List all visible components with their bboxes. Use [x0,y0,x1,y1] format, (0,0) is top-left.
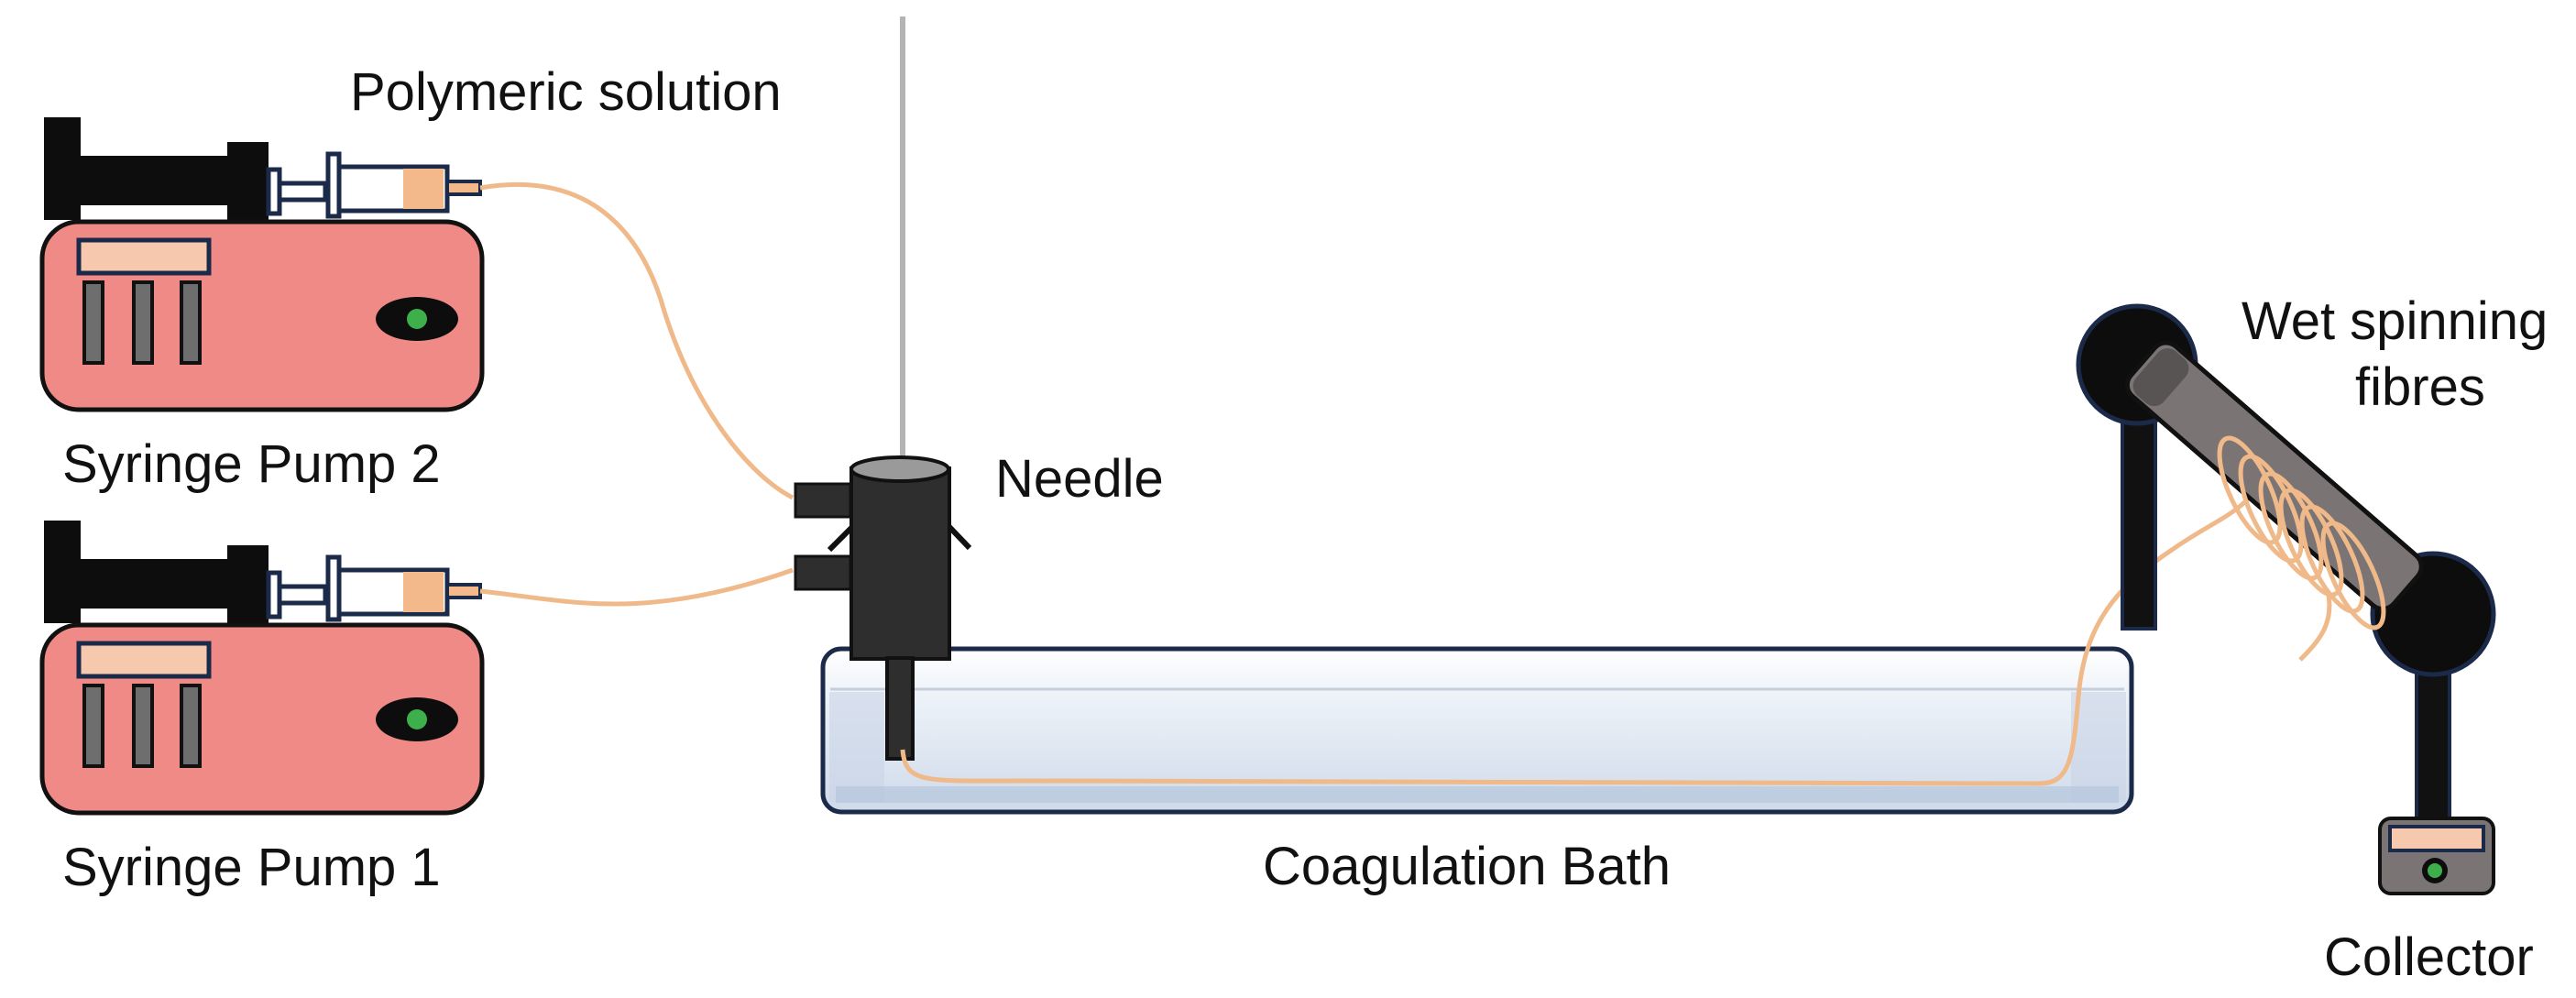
pump-slot [132,684,154,768]
pump-slot [82,684,104,768]
tube-pump-1 [479,567,794,607]
fibre-coils [2217,435,2386,662]
pump-frame-post-right [227,142,269,223]
indicator-led [407,709,427,729]
bath-inner-shadow-right [2071,692,2126,802]
needle-port-upper [794,482,852,519]
label-syringe-pump-2: Syringe Pump 2 [62,434,441,494]
needle-body [850,466,951,661]
pump-frame-post-right [227,545,269,626]
collector-post-left [2121,401,2157,631]
coagulation-bath [820,646,2134,815]
label-wet-spinning-line1: Wet spinning [2242,291,2548,351]
pump-slot [180,684,202,768]
syringe-pump-1 [39,521,485,816]
syringe-liquid [403,572,444,612]
label-coagulation-bath: Coagulation Bath [1263,837,1671,896]
label-needle: Needle [995,449,1164,509]
syringe-pump-2 [39,117,485,412]
syringe-liquid [403,169,444,209]
needle-tip [885,656,915,761]
tube-pump-2 [479,181,795,500]
syringe-2 [266,151,482,219]
bath-inner-shadow-left [829,692,884,802]
needle-port-lower [794,554,852,591]
syringe-1 [266,554,482,622]
label-syringe-pump-1: Syringe Pump 1 [62,838,441,897]
pump-slot [180,280,202,365]
bath-bottom-strip [836,786,2119,803]
needle [794,455,972,761]
collector-led [2428,863,2442,878]
label-collector: Collector [2324,927,2534,987]
pump-slot [132,280,154,365]
pump-panel [76,641,212,679]
fibre-in-bath [900,475,2266,786]
needle-cap [850,455,950,483]
collector-panel [2388,825,2485,852]
label-polymeric-solution: Polymeric solution [350,62,782,122]
pump-slot [82,280,104,365]
collector [2076,303,2496,895]
pump-panel [76,237,212,276]
label-wet-spinning-line2: fibres [2355,357,2485,417]
indicator-led [407,309,427,329]
